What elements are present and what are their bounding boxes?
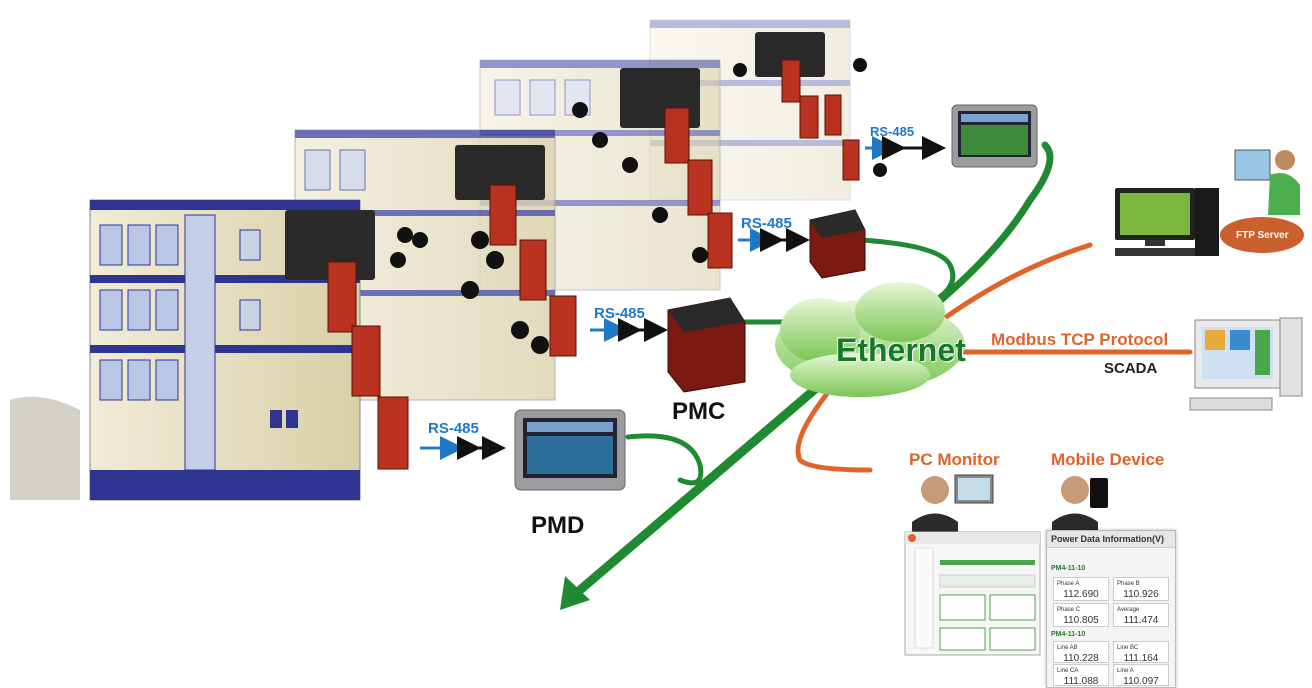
ftp-server-figure: [1220, 149, 1304, 253]
rs485-label-3: RS-485: [741, 215, 792, 232]
rs485-label-2: RS-485: [594, 305, 645, 322]
green-links: [575, 141, 1054, 595]
pmc-device-1: [667, 297, 746, 393]
rs485-label-1: RS-485: [428, 420, 479, 437]
scada-label: SCADA: [1104, 360, 1158, 377]
mobile-panel-title: Power Data Information(V): [1047, 531, 1175, 548]
mobile-group-2-label: PM4-11-10: [1051, 631, 1086, 638]
mobile-device-label: Mobile Device: [1051, 450, 1165, 469]
red-modules: [327, 59, 860, 470]
pc-monitor-label: PC Monitor: [909, 450, 1000, 469]
ftp-server-label: FTP Server: [1236, 230, 1289, 241]
green-arrow-head: [560, 576, 590, 610]
mobile-group-1-label: PM4-11-10: [1051, 565, 1086, 572]
pmd-label: PMD: [531, 512, 585, 539]
current-transformers: [390, 58, 887, 354]
ethernet-label: Ethernet: [836, 332, 966, 368]
orange-links: [795, 242, 1193, 473]
ftp-pc: [1115, 188, 1219, 256]
ethernet-cloud: [775, 282, 965, 397]
modbus-label: Modbus TCP Protocol: [991, 330, 1169, 349]
pmd-display-1: [514, 409, 626, 491]
pmd-display-2: [951, 104, 1038, 168]
building-1: [10, 199, 361, 501]
meter-boxes: [285, 32, 825, 280]
mobile-data-panel: Power Data Information(V) PM4-11-10 Phas…: [1046, 530, 1176, 688]
pc-monitor-person: [912, 474, 994, 535]
rs485-arrows: [420, 136, 946, 460]
pmc-label: PMC: [672, 398, 726, 425]
rs485-label-4: RS-485: [870, 124, 915, 139]
web-screenshot: [904, 531, 1041, 656]
pmc-device-2: [809, 209, 866, 279]
mobile-person: [1052, 476, 1108, 535]
scada-pc: [1189, 317, 1303, 411]
